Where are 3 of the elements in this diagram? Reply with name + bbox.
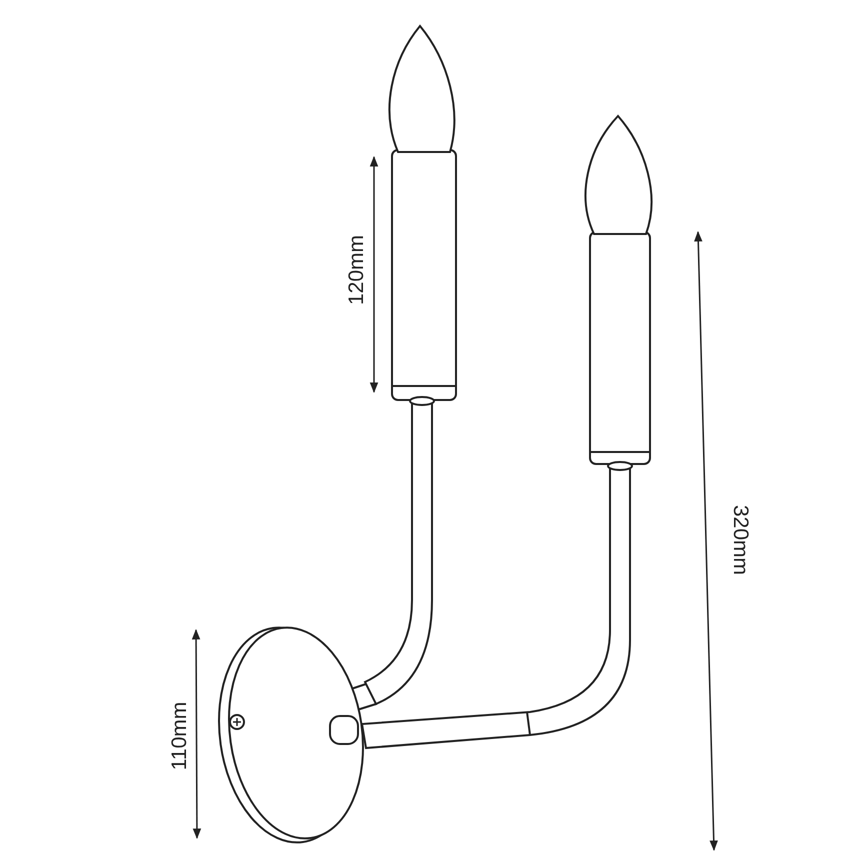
dimension-label: 120mm	[345, 234, 370, 306]
dimension-label: 320mm	[728, 504, 752, 576]
dimension-label: 110mm	[168, 702, 192, 770]
